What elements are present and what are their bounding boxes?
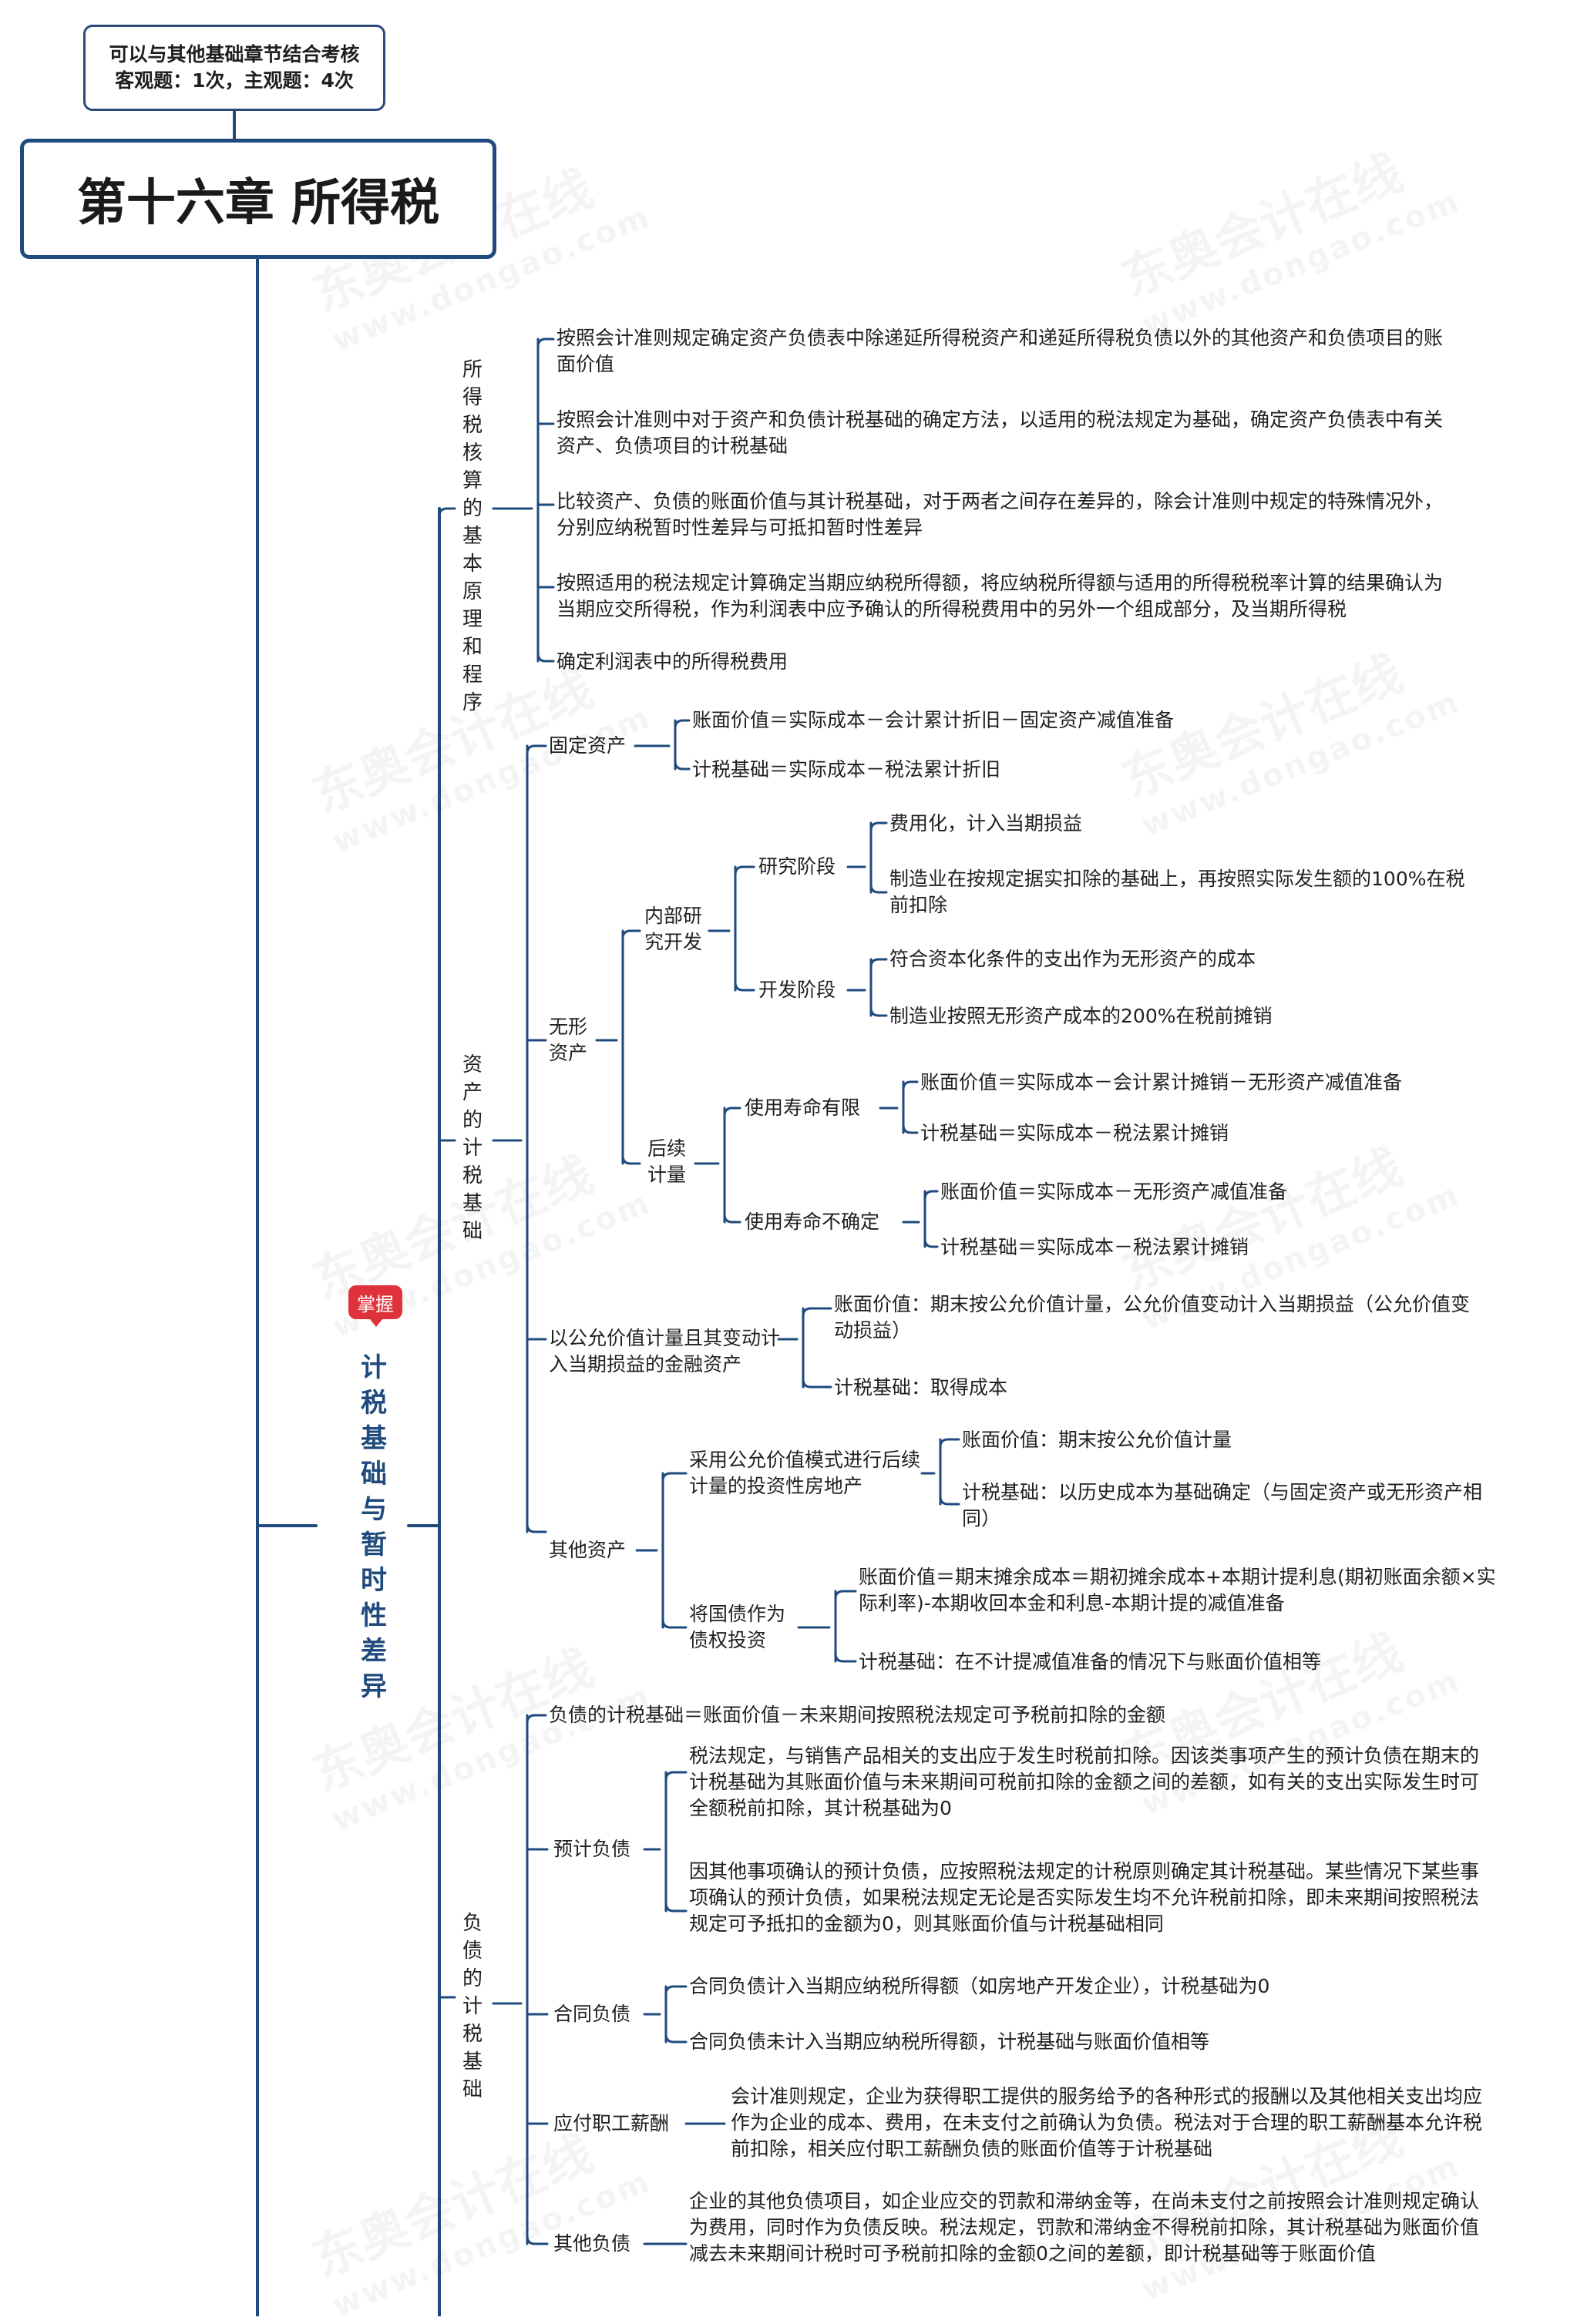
fvtpl-asset-label: 以公允价值计量且其变动计入当期损益的金融资产: [549, 1327, 781, 1375]
principle-item: 比较资产、负债的账面价值与其计税基础，对于两者之间存在差异的，除会计准则中规定的…: [556, 490, 1444, 539]
principle-item: 确定利润表中的所得税费用: [556, 650, 788, 673]
chapter-title-box: 第十六章 所得税: [20, 139, 496, 259]
contract-liabilities-label: 合同负债: [553, 2003, 631, 2025]
principle-item: 按照适用的税法规定计算确定当期应纳税所得额，将应纳税所得额与适用的所得税税率计算…: [556, 572, 1444, 620]
treasury-bond-book-value: 账面价值＝期末摊余成本＝期初摊余成本+本期计提利息(期初账面余额×实际利率)-本…: [859, 1566, 1496, 1614]
finite-life-label: 使用寿命有限: [745, 1097, 861, 1119]
liability-basis-heading: 负债的计税基础: [462, 1912, 483, 2101]
payroll-payable-label: 应付职工薪酬: [553, 2112, 670, 2134]
research-stage-label: 研究阶段: [758, 855, 836, 878]
fixed-assets-book-value: 账面价值＝实际成本－会计累计折旧－固定资产减值准备: [692, 709, 1175, 731]
asset-basis-heading: 资产的计税基础: [462, 1053, 483, 1243]
research-item: 费用化，计入当期损益: [889, 812, 1083, 835]
finite-life-tax-basis: 计税基础＝实际成本－税法累计摊销: [920, 1122, 1229, 1144]
investment-property-label: 采用公允价值模式进行后续计量的投资性房地产: [689, 1449, 921, 1497]
investment-property-book-value: 账面价值：期末按公允价值计量: [962, 1429, 1232, 1451]
principle-item: 按照会计准则规定确定资产负债表中除递延所得税资产和递延所得税负债以外的其他资产和…: [556, 327, 1444, 375]
treasury-bond-label: 将国债作为债权投资: [689, 1603, 786, 1651]
development-item: 制造业按照无形资产成本的200%在税前摊销: [889, 1005, 1273, 1027]
indefinite-life-tax-basis: 计税基础＝实际成本－税法累计摊销: [940, 1236, 1249, 1258]
topic-title: 计税基础与暂时性差异: [361, 1352, 387, 1702]
contract-liability-item: 合同负债未计入当期应纳税所得额，计税基础与账面价值相等: [689, 2030, 1210, 2053]
liability-basis-formula: 负债的计税基础＝账面价值－未来期间按照税法规定可予税前扣除的金额: [549, 1704, 1166, 1726]
treasury-bond-tax-basis: 计税基础：在不计提减值准备的情况下与账面价值相等: [859, 1651, 1322, 1673]
indefinite-life-book-value: 账面价值＝实际成本－无形资产减值准备: [940, 1180, 1288, 1203]
internal-rd-label: 内部研究开发: [644, 905, 703, 953]
intangible-assets-label: 无形资产: [549, 1016, 588, 1064]
chapter-title: 第十六章 所得税: [76, 175, 440, 232]
note-line: 可以与其他基础章节结合考核: [109, 43, 360, 65]
indefinite-life-label: 使用寿命不确定: [745, 1211, 880, 1233]
other-assets-label: 其他资产: [549, 1539, 627, 1561]
exam-frequency-note: 可以与其他基础章节结合考核 客观题：1次，主观题：4次: [83, 25, 385, 111]
other-liabilities-label: 其他负债: [553, 2232, 631, 2255]
fvtpl-tax-basis: 计税基础：取得成本: [834, 1376, 1008, 1399]
contract-liability-item: 合同负债计入当期应纳税所得额（如房地产开发企业），计税基础为0: [689, 1975, 1270, 1997]
development-stage-label: 开发阶段: [758, 979, 836, 1001]
fixed-assets-tax-basis: 计税基础＝实际成本－税法累计折旧: [692, 758, 1001, 781]
mastery-badge: 掌握: [348, 1285, 402, 1327]
provision-item: 因其他事项确认的预计负债，应按照税法规定的计税原则确定其计税基础。某些情况下某些…: [689, 1860, 1480, 1935]
other-liabilities-text: 企业的其他负债项目，如企业应交的罚款和滞纳金等，在尚未支付之前按照会计准则规定确…: [689, 2190, 1480, 2265]
fixed-assets-label: 固定资产: [549, 734, 627, 757]
principles-heading: 所得税核算的基本原理和程序: [462, 358, 483, 714]
investment-property-tax-basis: 计税基础：以历史成本为基础确定（与固定资产或无形资产相同）: [962, 1481, 1483, 1530]
subsequent-measurement-label: 后续计量: [647, 1137, 687, 1186]
research-item: 制造业在按规定据实扣除的基础上，再按照实际发生额的100%在税前扣除: [889, 868, 1465, 916]
payroll-payable-text: 会计准则规定，企业为获得职工提供的服务给予的各种形式的报酬以及其他相关支出均应作…: [731, 2085, 1483, 2160]
development-item: 符合资本化条件的支出作为无形资产的成本: [889, 948, 1256, 970]
provisions-label: 预计负债: [553, 1838, 631, 1860]
finite-life-book-value: 账面价值＝实际成本－会计累计摊销－无形资产减值准备: [920, 1071, 1403, 1093]
note-line: 客观题：1次，主观题：4次: [115, 69, 354, 92]
fvtpl-book-value: 账面价值：期末按公允价值计量，公允价值变动计入当期损益（公允价值变动损益）: [834, 1293, 1471, 1342]
principle-item: 按照会计准则中对于资产和负债计税基础的确定方法，以适用的税法规定为基础，确定资产…: [556, 408, 1444, 457]
provision-item: 税法规定，与销售产品相关的支出应于发生时税前扣除。因该类事项产生的预计负债在期末…: [689, 1745, 1480, 1819]
